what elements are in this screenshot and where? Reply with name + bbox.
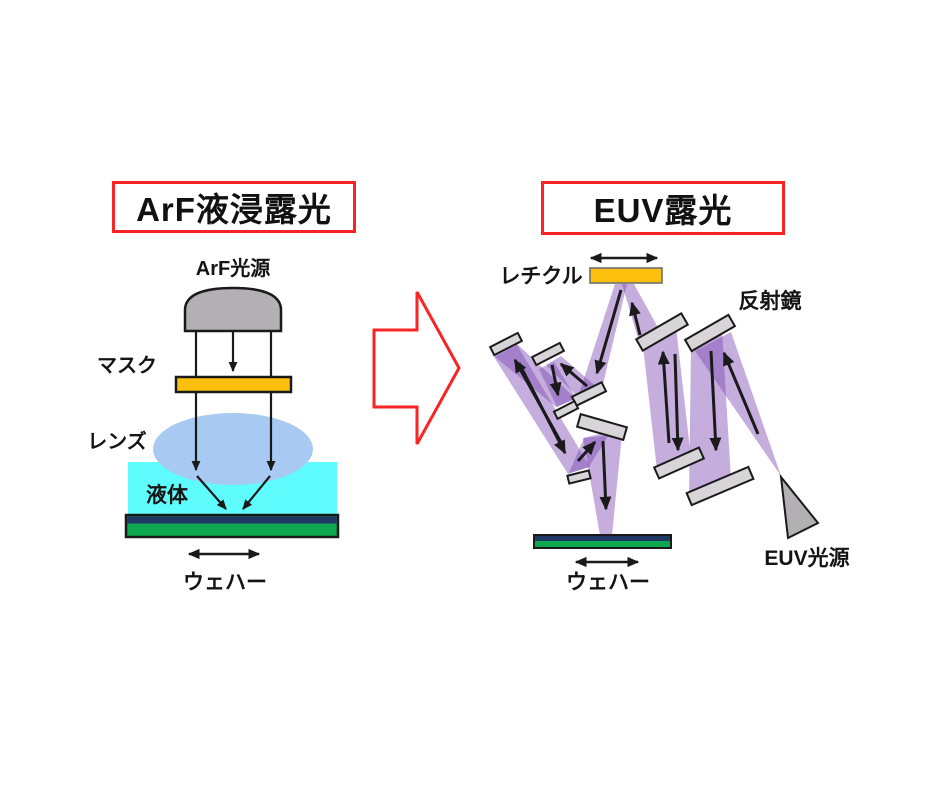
mirror-1: [488, 331, 524, 357]
euv-beam: [546, 356, 599, 398]
projection-lens: [153, 413, 313, 485]
light-ray: [242, 475, 271, 510]
right-panel-title: EUV露光: [593, 192, 733, 229]
mirror-label: 反射鏡: [738, 290, 802, 313]
euv-ray: [629, 301, 642, 336]
wafer-right-label: ウェハー: [566, 571, 650, 594]
mirror-9: [652, 446, 706, 480]
euv-source: [779, 473, 820, 540]
euv-beam: [583, 434, 622, 535]
euv-ray: [559, 362, 588, 388]
euv-beam: [695, 332, 781, 476]
euv-ray: [599, 440, 612, 511]
light-ray: [196, 475, 227, 510]
reticle: [589, 267, 663, 284]
euv-ray: [594, 289, 623, 375]
euv-ray: [671, 353, 684, 452]
mask-left: [174, 375, 293, 394]
wafer-right-top-layer: [535, 536, 670, 541]
left-panel-title-box: ArF液浸露光: [112, 181, 356, 233]
right-panel-title-box: EUV露光: [541, 181, 785, 235]
reticle-label: レチクル: [499, 265, 583, 288]
euv-source-label: EUV光源: [764, 547, 850, 570]
wafer-left-top-layer: [127, 516, 337, 524]
mirror-10: [685, 465, 755, 507]
mirror-4: [552, 399, 580, 421]
arf-lamp: [183, 286, 283, 333]
mirror-7: [634, 312, 690, 352]
mask-label: マスク: [97, 355, 157, 377]
mirror-5: [575, 412, 629, 442]
euv-ray: [549, 364, 562, 397]
left-panel-title: ArF液浸露光: [136, 191, 332, 228]
euv-ray: [576, 440, 597, 463]
euv-ray: [709, 350, 722, 452]
euv-ray: [517, 362, 567, 455]
mirror-2: [530, 341, 566, 367]
transition-arrow: [372, 291, 461, 445]
wafer-left-label: ウェハー: [183, 571, 267, 594]
mirror-8: [683, 313, 737, 353]
lens-label: レンズ: [87, 431, 147, 453]
euv-ray: [657, 350, 671, 444]
euv-ray: [722, 351, 760, 435]
arf-source-label: ArF光源: [195, 258, 271, 280]
mirror-6: [566, 469, 592, 485]
liquid-label: 液体: [146, 484, 188, 507]
